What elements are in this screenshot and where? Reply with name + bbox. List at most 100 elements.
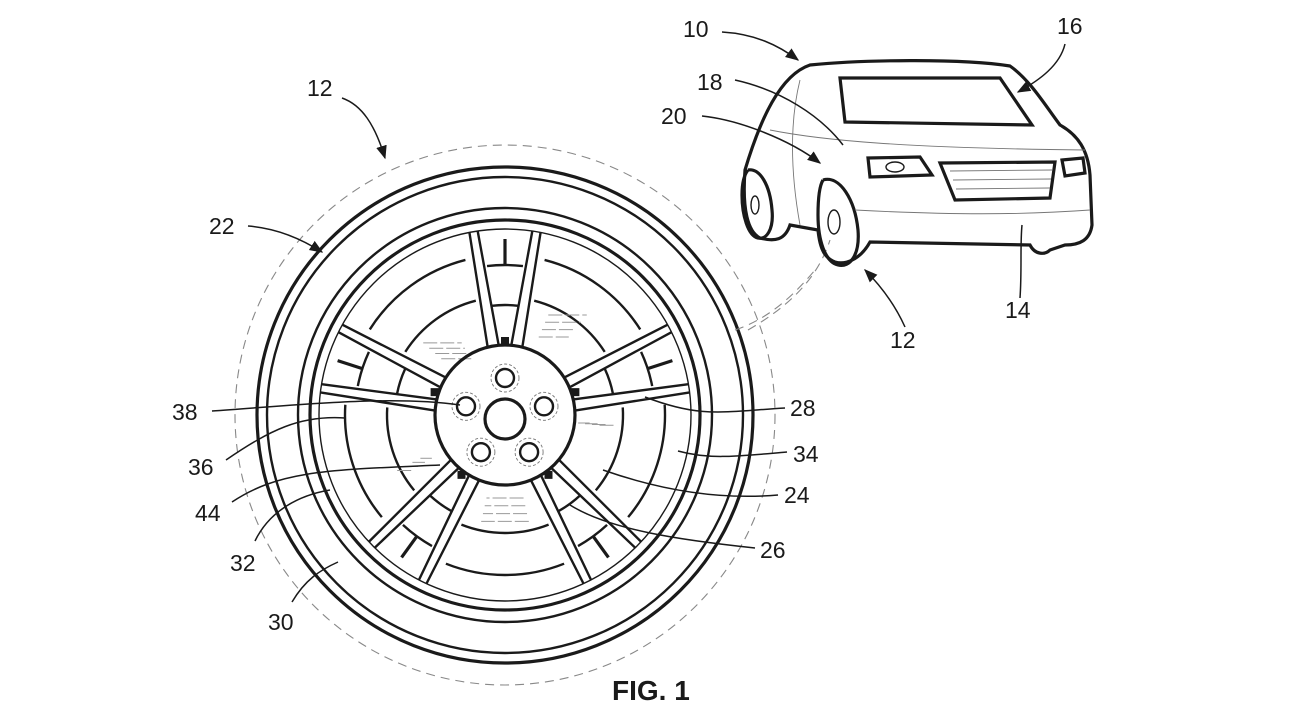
vehicle-drawing	[734, 59, 1094, 331]
label-10: 10	[683, 16, 709, 42]
figure-caption: FIG. 1	[612, 675, 690, 706]
rim-flange-outer	[296, 206, 714, 624]
spoke-window-arc	[491, 303, 519, 307]
hub-notch	[544, 470, 553, 479]
spoke-edge	[368, 458, 460, 549]
spoke-slot	[337, 359, 363, 371]
hub	[433, 343, 577, 487]
rim-barrel	[318, 228, 692, 602]
leader-38	[211, 400, 461, 412]
lug-holes	[451, 363, 559, 467]
pocket-arc	[368, 258, 466, 331]
wheel-assembly	[234, 144, 776, 686]
label-18: 18	[697, 69, 723, 95]
headlight-right	[1060, 156, 1087, 178]
lug-hole	[470, 441, 492, 463]
front-hub	[827, 209, 841, 235]
pocket-arc	[460, 523, 550, 535]
leader-20	[701, 115, 822, 164]
door-line	[792, 79, 801, 226]
spoke-window-arc	[402, 524, 433, 548]
label-20: 20	[661, 103, 687, 129]
spoke-edge	[320, 382, 437, 412]
spoke-window-arc	[429, 494, 453, 513]
label-12-car: 12	[890, 327, 916, 353]
label-16: 16	[1057, 13, 1083, 39]
spoke-edge	[563, 323, 673, 389]
leader-34	[677, 450, 788, 458]
leader-18	[734, 79, 844, 146]
leader-16	[1016, 43, 1066, 93]
magnify-dashed-arc	[747, 239, 831, 331]
spoke-edge	[510, 230, 542, 348]
leader-12-car	[864, 269, 906, 328]
spoke-window-arc	[577, 524, 608, 548]
tire-outer	[255, 165, 755, 665]
magnify-dashed-arc-2	[734, 269, 816, 331]
label-24: 24	[784, 482, 810, 508]
pocket-arc	[533, 299, 606, 353]
leader-28	[644, 396, 786, 413]
windshield	[838, 76, 1036, 127]
tire-inner-line	[265, 175, 745, 655]
hub-notch	[457, 470, 466, 479]
leader-10	[721, 31, 800, 61]
leader-32	[254, 489, 331, 542]
rear-wheel	[740, 168, 774, 240]
rear-hub	[750, 195, 760, 215]
label-22: 22	[209, 213, 235, 239]
lug-hole	[533, 396, 555, 417]
spokes	[320, 230, 690, 585]
spoke-window-arc	[557, 494, 581, 513]
spoke-edge	[337, 323, 447, 389]
pocket-arc	[445, 562, 565, 577]
spoke-edge	[529, 474, 593, 585]
spoke-edge	[468, 230, 500, 348]
hub-notch	[430, 388, 439, 397]
lug-hole	[455, 396, 477, 417]
leader-14	[1019, 224, 1023, 299]
lug-boss	[451, 391, 481, 421]
label-30: 30	[268, 609, 294, 635]
pocket-arc	[594, 407, 625, 492]
grille	[937, 160, 1057, 202]
label-12-wheel: 12	[307, 75, 333, 101]
bumper-line	[854, 209, 1091, 215]
leader-44	[231, 464, 441, 503]
pocket-arc	[544, 258, 642, 331]
lug-boss	[466, 437, 496, 467]
lug-hole	[518, 441, 540, 463]
front-wheel	[816, 177, 860, 267]
pocket-arc	[404, 299, 477, 353]
label-26: 26	[760, 537, 786, 563]
headlight-left-lens	[885, 161, 905, 173]
pocket-arc	[343, 404, 383, 518]
label-34: 34	[793, 441, 819, 467]
spoke-edge	[417, 474, 481, 585]
leader-22	[247, 225, 324, 253]
spoke-window-arc	[603, 368, 615, 395]
reference-labels: 12 22 38 36 44 32 30 28 34 24 26 10 16 1…	[172, 13, 1083, 706]
lug-boss	[490, 363, 520, 393]
body-crease	[769, 129, 1086, 151]
spoke-window-arc	[486, 263, 524, 268]
label-32: 32	[230, 550, 256, 576]
label-14: 14	[1005, 297, 1031, 323]
leader-26	[569, 504, 756, 549]
pocket-arc	[627, 404, 667, 518]
spoke-slot	[400, 535, 419, 559]
lug-boss	[529, 391, 559, 421]
rim-flange-inner	[308, 218, 702, 612]
label-44: 44	[195, 500, 221, 526]
spoke-slot	[591, 535, 610, 559]
leader-36	[225, 416, 346, 461]
center-bore	[483, 397, 527, 441]
spoke-windows	[337, 239, 673, 577]
leader-30	[291, 561, 339, 603]
label-38: 38	[172, 399, 198, 425]
spoke-slot	[647, 359, 673, 371]
hub-notch	[501, 337, 509, 345]
label-36: 36	[188, 454, 214, 480]
spoke-window-arc	[395, 368, 407, 395]
